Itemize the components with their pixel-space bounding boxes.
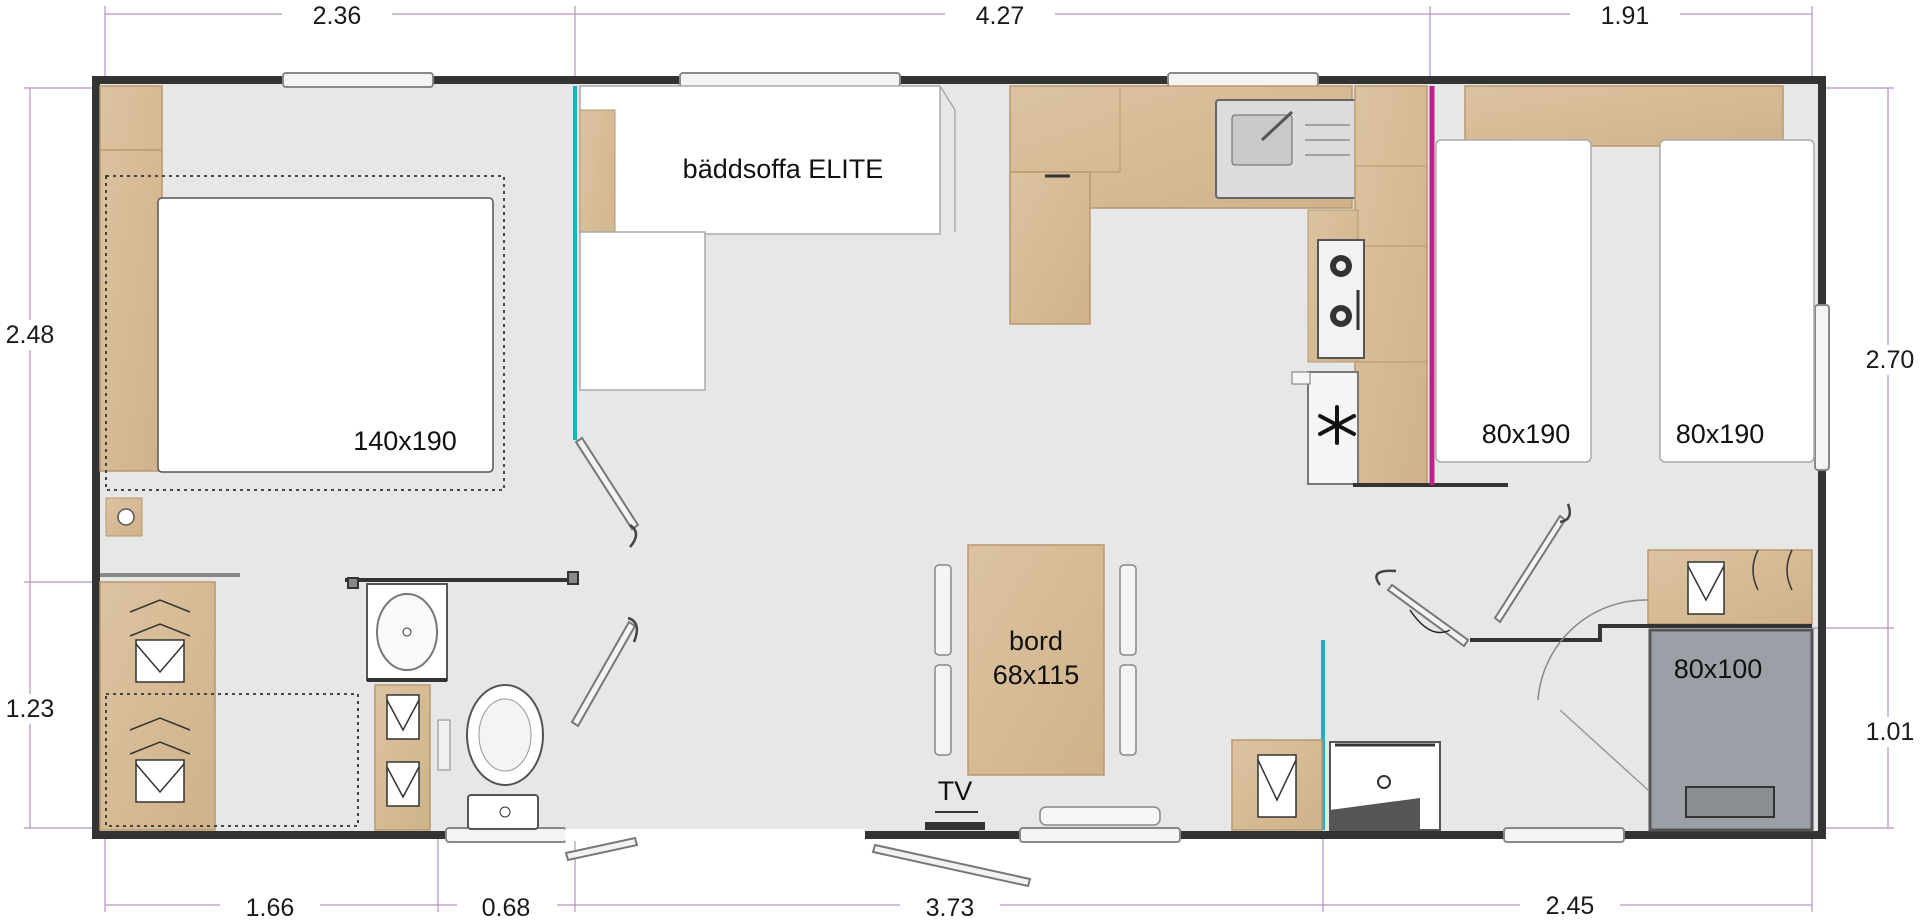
dim-left-1: 2.48 [6,321,55,349]
dim-bottom-4: 2.45 [1546,892,1595,920]
shirt-icon [386,694,420,807]
shirt-icon [1257,754,1297,818]
table-label: bord [1009,626,1063,656]
tv-label: TV [938,776,973,806]
wardrobe-dashed-outline [105,693,359,827]
shower-size: 80x100 [1674,654,1763,684]
dining-chairs [934,564,1137,756]
hob-icon [1317,239,1365,359]
dim-right-1: 2.70 [1866,346,1915,374]
hanger-icon [129,599,191,755]
kitchen-tall-unit [1009,171,1091,325]
entrance-doors [564,836,1032,888]
sofa-chaise [579,231,706,391]
wardrobe-top-left [99,85,163,472]
washbasin-icon [366,583,448,681]
twin-headboard [1464,85,1784,147]
washbasin-icon [1329,741,1441,831]
shirt-icon [135,639,185,803]
tv-unit [925,822,985,830]
single-bed-1 [1435,139,1592,463]
dim-bottom-2: 0.68 [482,894,531,920]
twin-bedroom-door [1493,503,1571,624]
single-bed-2-size: 80x190 [1676,419,1765,449]
bathroom-door [570,616,639,728]
bedroom-door [574,436,640,548]
dim-bottom-1: 1.66 [246,894,295,920]
double-bed-size: 140x190 [353,426,457,456]
single-bed-1-size: 80x190 [1482,419,1571,449]
double-bed [157,197,494,473]
shirt-icon [1687,561,1725,615]
sink-icon [1215,99,1365,199]
snowflake-icon [1318,405,1356,445]
dim-top-3: 1.91 [1601,2,1650,30]
sofa-label: bäddsoffa ELITE [683,154,884,184]
service-door [1375,569,1470,648]
double-bed-outline [105,175,505,491]
window-cabinet [1039,806,1161,826]
wardrobe-right [1647,549,1813,625]
dim-top-2: 4.27 [976,2,1025,30]
single-bed-2 [1659,139,1815,463]
toilet-icon [466,684,544,830]
dim-top-1: 2.36 [313,2,362,30]
bathroom-door-swing [1537,599,1649,701]
dining-table [967,544,1105,776]
windows [282,72,1830,843]
dim-bottom-3: 3.73 [926,894,975,920]
kitchen-counter-right [1354,85,1428,487]
dim-right-2: 1.01 [1866,718,1915,746]
dim-left-2: 1.23 [6,695,55,723]
sofa-cushion [579,85,941,235]
table-size: 68x115 [993,660,1080,690]
hanger-icon [1752,549,1793,591]
